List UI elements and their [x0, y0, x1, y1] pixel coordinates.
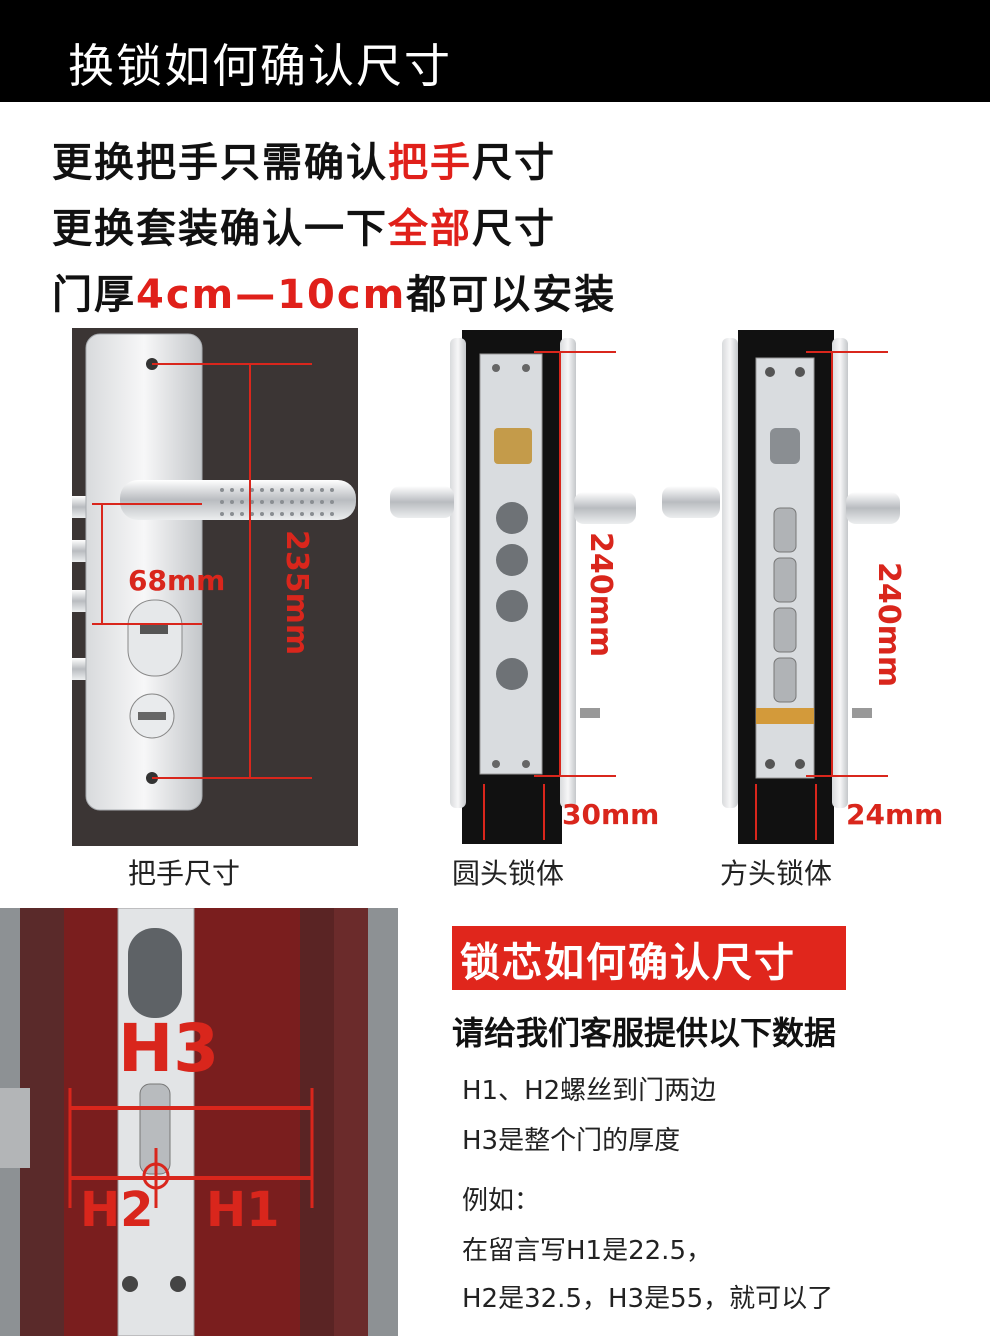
intro-line-2-post: 尺寸: [472, 206, 556, 252]
h2-label: H2: [80, 1182, 154, 1238]
intro-line-3-post: 都可以安装: [406, 272, 617, 318]
round-height-label: 240mm: [583, 532, 618, 658]
intro-line-3-pre: 门厚: [52, 272, 136, 318]
round-caption: 圆头锁体: [452, 857, 565, 890]
intro-line-1-highlight: 把手: [388, 140, 472, 186]
intro-line-2: 更换套装确认一下全部尺寸: [52, 196, 556, 254]
intro-line-1: 更换把手只需确认把手尺寸: [52, 130, 556, 188]
round-width-label: 30mm: [562, 798, 660, 831]
square-height-label: 240mm: [871, 562, 906, 688]
round-lock-body-photo: [390, 330, 636, 844]
intro-line-3-highlight: 4cm—10cm: [136, 272, 407, 318]
core-line-1: H1、H2螺丝到门两边: [462, 1076, 717, 1106]
intro-line-2-highlight: 全部: [388, 206, 472, 252]
core-line-3: 例如：: [462, 1186, 541, 1216]
cylinder-photo: [0, 908, 398, 1336]
core-line-5: H2是32.5，H3是55，就可以了: [462, 1284, 834, 1314]
intro-line-3: 门厚4cm—10cm都可以安装: [52, 262, 616, 320]
square-caption: 方头锁体: [720, 857, 833, 890]
square-width-label: 24mm: [846, 798, 944, 831]
core-line-2: H3是整个门的厚度: [462, 1126, 681, 1156]
handle-caption: 把手尺寸: [128, 857, 241, 890]
handle-photo: [72, 328, 358, 846]
core-subtitle: 请给我们客服提供以下数据: [452, 1014, 837, 1052]
header-bar: [0, 0, 990, 102]
core-line-4: 在留言写H1是22.5，: [462, 1236, 712, 1266]
page-title: 换锁如何确认尺寸: [68, 39, 452, 93]
intro-line-2-pre: 更换套装确认一下: [52, 206, 388, 252]
h1-label: H1: [206, 1182, 280, 1238]
square-lock-body-photo: [662, 330, 900, 844]
intro-line-1-post: 尺寸: [472, 140, 556, 186]
handle-width-label: 68mm: [128, 564, 226, 597]
core-title: 锁芯如何确认尺寸: [460, 940, 796, 986]
h3-label: H3: [118, 1010, 220, 1087]
handle-height-label: 235mm: [279, 530, 314, 656]
intro-line-1-pre: 更换把手只需确认: [52, 140, 388, 186]
core-title-box: [452, 926, 846, 990]
